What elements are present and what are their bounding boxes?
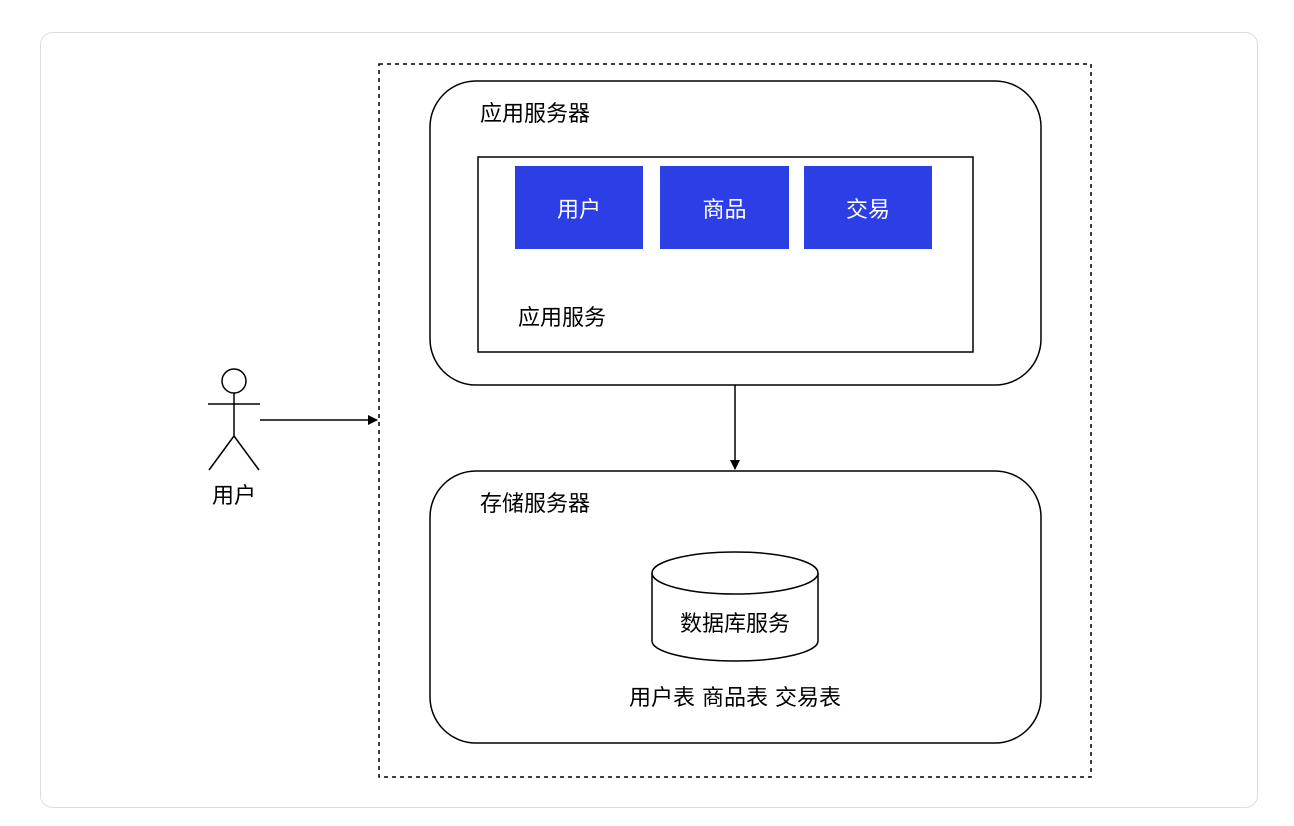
module-goods-label: 商品	[702, 197, 747, 223]
storage-server-title: 存储服务器	[480, 492, 591, 517]
module-goods-block	[660, 166, 789, 249]
system-boundary	[378, 63, 1092, 778]
database-cylinder-icon	[651, 551, 819, 662]
module-user-label: 用户	[556, 197, 601, 223]
actor-label: 用户	[211, 484, 256, 509]
app-service-label: 应用服务	[518, 306, 607, 331]
module-user-block	[515, 166, 643, 249]
user-actor-icon	[208, 368, 260, 471]
database-service-label: 数据库服务	[679, 612, 790, 637]
tables-label: 用户表 商品表 交易表	[629, 686, 841, 711]
app-server-title: 应用服务器	[480, 102, 591, 127]
module-trade-label: 交易	[845, 197, 890, 223]
module-trade-block	[804, 166, 932, 249]
